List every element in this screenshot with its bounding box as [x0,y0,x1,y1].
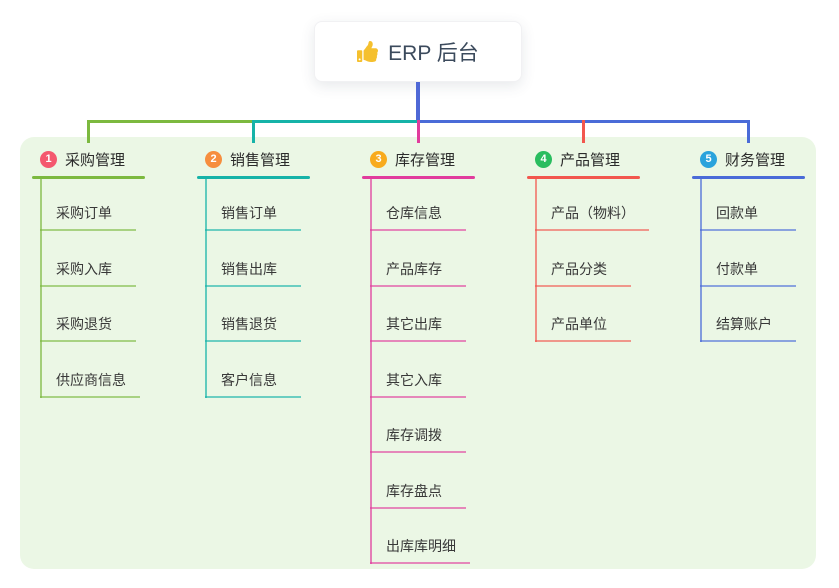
child-node[interactable]: 采购订单 [40,204,136,231]
branch-underline [32,176,145,179]
child-node[interactable]: 产品库存 [370,260,466,287]
child-node-label: 库存调拨 [386,427,442,443]
child-node[interactable]: 其它入库 [370,371,466,398]
child-node-label: 其它出库 [386,316,442,332]
child-node[interactable]: 回款单 [700,204,796,231]
bus-connector-line [254,120,418,123]
child-node[interactable]: 付款单 [700,260,796,287]
branch-title: 库存管理 [395,151,456,169]
child-node-label: 销售订单 [221,205,277,221]
child-node-label: 销售出库 [221,260,277,277]
children-connector-line [205,179,207,398]
child-node[interactable]: 产品分类 [535,260,631,287]
branch-title: 销售管理 [230,151,291,169]
branch-node-header[interactable]: 4 产品管理 [535,148,620,170]
branch-node-header[interactable]: 3 库存管理 [370,148,455,170]
mindmap-panel [20,137,816,569]
child-node[interactable]: 产品（物料） [535,204,649,231]
child-node-label: 库存盘点 [386,482,442,499]
branch-underline [527,176,640,179]
child-node[interactable]: 采购入库 [40,260,136,287]
branch-underline [197,176,310,179]
branch-node-header[interactable]: 1 采购管理 [40,148,125,170]
child-node[interactable]: 库存调拨 [370,426,466,453]
branch-drop-line [87,120,90,143]
children-connector-line [370,179,372,564]
child-node[interactable]: 结算账户 [700,315,796,342]
children-connector-line [700,179,702,342]
child-node-label: 销售退货 [221,316,277,332]
branch-number-badge: 2 [205,150,222,168]
child-node[interactable]: 产品单位 [535,315,631,342]
branch-number-badge: 1 [40,150,57,168]
child-node-label: 付款单 [716,260,758,277]
children-connector-line [535,179,537,342]
branch-title: 产品管理 [560,151,621,169]
child-node[interactable]: 销售出库 [205,260,301,287]
bus-connector-line [87,120,254,123]
child-node[interactable]: 供应商信息 [40,371,140,398]
child-node-label: 出库库明细 [386,538,456,554]
child-node-label: 回款单 [716,205,758,221]
branch-node-header[interactable]: 2 销售管理 [205,148,290,170]
branch-node-header[interactable]: 5 财务管理 [700,148,785,170]
root-label: ERP 后台 [388,41,479,65]
branch-number-badge: 5 [700,150,717,168]
child-node[interactable]: 销售订单 [205,204,301,231]
child-node-label: 供应商信息 [56,371,126,388]
child-node-label: 采购订单 [56,205,112,221]
child-node-label: 采购退货 [56,316,112,332]
children-connector-line [40,179,42,398]
child-node[interactable]: 客户信息 [205,371,301,398]
root-node[interactable]: ERP 后台 [314,21,522,82]
child-node-label: 产品库存 [386,260,442,277]
branch-drop-line [582,120,585,143]
child-node[interactable]: 库存盘点 [370,482,466,509]
branch-underline [362,176,475,179]
branch-drop-line [417,120,420,143]
child-node-label: 产品（物料） [551,205,635,221]
child-node-label: 产品单位 [551,316,607,332]
branch-title: 采购管理 [65,151,126,169]
child-node[interactable]: 销售退货 [205,315,301,342]
branch-drop-line [747,120,750,143]
child-node[interactable]: 仓库信息 [370,204,466,231]
child-node-label: 产品分类 [551,260,607,277]
child-node-label: 其它入库 [386,371,442,388]
child-node[interactable]: 出库库明细 [370,537,470,564]
branch-number-badge: 4 [535,150,552,168]
branch-drop-line [252,120,255,143]
child-node-label: 客户信息 [221,371,277,388]
child-node-label: 仓库信息 [386,205,442,221]
branch-title: 财务管理 [725,151,786,169]
child-node-label: 结算账户 [716,316,772,332]
child-node[interactable]: 采购退货 [40,315,136,342]
child-node-label: 采购入库 [56,260,112,277]
branch-underline [692,176,805,179]
root-connector-line [416,82,420,123]
thumbs-up-icon [357,41,379,62]
child-node[interactable]: 其它出库 [370,315,466,342]
branch-number-badge: 3 [370,150,387,168]
